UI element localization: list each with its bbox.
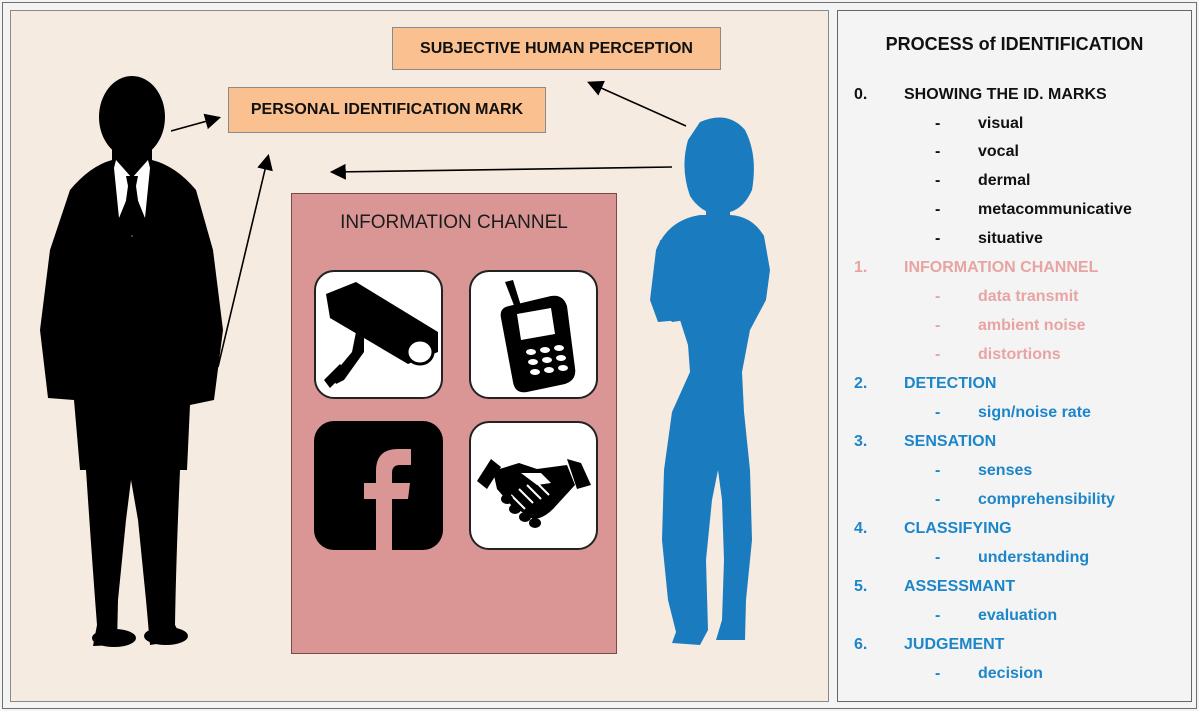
arrow-woman-to-channel	[329, 163, 673, 180]
step-item-label: dermal	[978, 172, 1031, 189]
subjective-perception-label: SUBJECTIVE HUMAN PERCEPTION	[392, 27, 721, 70]
facebook-icon	[314, 421, 443, 550]
step-item-label: sign/noise rate	[978, 404, 1091, 421]
step-title: ASSESSMANT	[904, 578, 1016, 595]
step-item-label: senses	[978, 462, 1033, 479]
cctv-camera-icon	[314, 270, 443, 399]
step-number: 0.	[854, 86, 868, 103]
process-title: PROCESS of IDENTIFICATION	[885, 34, 1144, 54]
step-item-label: situative	[978, 230, 1043, 247]
step-number: 6.	[854, 636, 868, 653]
step-title: INFORMATION CHANNEL	[904, 259, 1099, 276]
step-item-label: ambient noise	[978, 317, 1086, 334]
step-number: 5.	[854, 578, 868, 595]
step-item-label: distortions	[978, 346, 1061, 363]
personal-identification-mark-label: PERSONAL IDENTIFICATION MARK	[228, 87, 546, 133]
mobile-phone-icon	[469, 270, 598, 399]
arrow-woman-to-perception	[587, 80, 687, 127]
arrow-man-to-mark	[170, 113, 222, 132]
step-item-label: metacommunicative	[978, 201, 1132, 218]
arrow-man-up	[217, 153, 273, 368]
step-number: 1.	[854, 259, 868, 276]
information-channel-box: INFORMATION CHANNEL	[291, 193, 617, 654]
process-panel: PROCESS of IDENTIFICATION 0. SHOWING THE…	[837, 10, 1192, 702]
step-title: DETECTION	[904, 375, 997, 392]
step-item-label: data transmit	[978, 288, 1079, 305]
step-item-label: comprehensibility	[978, 491, 1115, 508]
handshake-icon	[469, 421, 598, 550]
step-number: 3.	[854, 433, 868, 450]
step-title: SENSATION	[904, 433, 997, 450]
step-title: CLASSIFYING	[904, 520, 1012, 537]
step-title: JUDGEMENT	[904, 636, 1005, 653]
step-number: 4.	[854, 520, 868, 537]
step-item-label: understanding	[978, 549, 1090, 566]
step-item-label: visual	[978, 115, 1024, 132]
step-item-label: decision	[978, 665, 1043, 682]
step-item-label: vocal	[978, 143, 1019, 160]
step-title: SHOWING THE ID. MARKS	[904, 86, 1107, 103]
channel-title: INFORMATION CHANNEL	[340, 212, 568, 233]
step-item-label: evaluation	[978, 607, 1058, 624]
step-number: 2.	[854, 375, 868, 392]
